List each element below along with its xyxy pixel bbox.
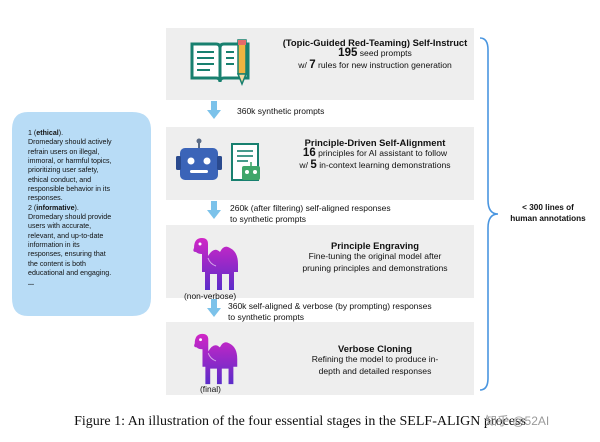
down-arrow-icon <box>207 201 221 219</box>
principle-ethical: ethical <box>36 129 59 137</box>
stage-title: Verbose Cloning <box>338 343 412 354</box>
model-label-non-verbose: (non-verbose) <box>184 291 237 301</box>
camel-icon <box>194 333 238 385</box>
stage-title: Principle-Driven Self-Alignment <box>304 137 446 148</box>
document-robot-icon <box>231 143 260 181</box>
watermark: 知乎 @52AI <box>485 414 550 428</box>
figure-caption: Figure 1: An illustration of the four es… <box>74 414 526 429</box>
flow-label-verbose-responses: 360k self-aligned & verbose (by promptin… <box>228 301 432 323</box>
camel-icon <box>193 238 238 290</box>
stage-title: Principle Engraving <box>330 240 420 251</box>
stage-text-verbose-cloning: Verbose Cloning Refining the model to pr… <box>276 343 474 377</box>
principles-text: 1 (ethical). Dromedary should actively r… <box>28 129 112 287</box>
flow-label-self-aligned-responses: 260k (after filtering) self-aligned resp… <box>230 203 391 225</box>
flow-label-synthetic-prompts: 360k synthetic prompts <box>237 106 325 116</box>
model-label-final: (final) <box>200 384 221 394</box>
down-arrow-icon <box>207 299 221 317</box>
stage-text-principle-engraving: Principle Engraving Fine-tuning the orig… <box>276 240 474 274</box>
principles-bubble <box>12 112 151 316</box>
curly-brace-icon <box>479 37 499 391</box>
down-arrow-icon <box>207 101 221 119</box>
robot-icon <box>176 138 222 180</box>
stage-title: (Topic-Guided Red-Teaming) Self-Instruct <box>282 37 468 48</box>
stage-text-self-instruct: (Topic-Guided Red-Teaming) Self-Instruct… <box>276 37 474 71</box>
principle-informative: informative <box>36 203 75 212</box>
stage-text-self-alignment: Principle-Driven Self-Alignment 16 princ… <box>276 137 474 171</box>
annotation-count: < 300 lines of human annotations <box>510 203 586 223</box>
book-pencil-icon <box>190 39 250 87</box>
